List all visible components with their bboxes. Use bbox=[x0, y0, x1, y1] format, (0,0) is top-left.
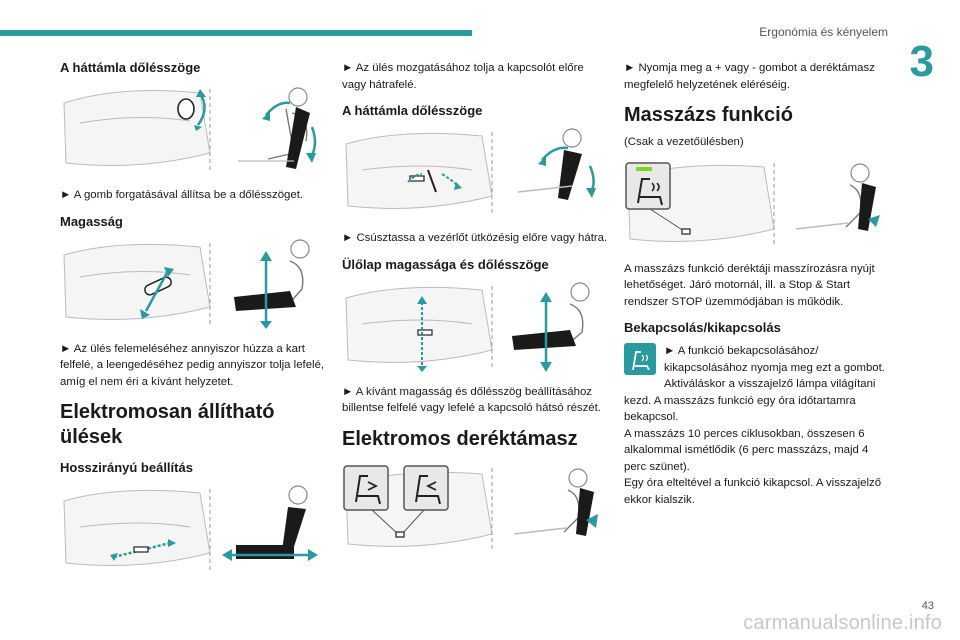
seat-knob-drawing bbox=[63, 87, 317, 173]
lumbar-minus-icon bbox=[403, 464, 449, 511]
heading-cushion-height-angle: Ülőlap magassága és dőlésszöge bbox=[342, 256, 549, 272]
illustration-cushion bbox=[342, 280, 600, 372]
column-1: A háttámla dőlésszöge ► A gomb forgatásá… bbox=[60, 54, 326, 587]
illustration-backrest-knob bbox=[60, 83, 318, 175]
seat-lever-drawing bbox=[63, 238, 310, 329]
text-press-plus-minus: ► Nyomja meg a + vagy - gombot a deréktá… bbox=[624, 62, 875, 91]
illustration-height-lever bbox=[60, 237, 318, 329]
text-on-off-block: ► A funkció bekapcsolásához/ kikapcsolás… bbox=[624, 343, 890, 376]
lumbar-plus-icon bbox=[343, 464, 389, 511]
text-cushion-instruction: ► A kívánt magasság és dőlésszög beállít… bbox=[342, 385, 601, 415]
text-press-this-button: ► A funkció bekapcsolásához/ kikapcsolás… bbox=[664, 345, 885, 374]
massage-drawing bbox=[625, 161, 880, 247]
chapter-title: Ergonómia és kényelem bbox=[759, 25, 888, 39]
heading-backrest-angle-electric: A háttámla dőlésszöge bbox=[342, 103, 483, 119]
text-after-one-hour: Egy óra elteltével a funkció kikapcsol. … bbox=[624, 477, 882, 506]
heading-longitudinal: Hosszirányú beállítás bbox=[60, 460, 193, 476]
seat-cushion-switch-drawing bbox=[345, 281, 590, 372]
text-massage-description: A masszázs funkció deréktáji masszírozás… bbox=[624, 262, 875, 308]
illustration-lumbar bbox=[342, 462, 600, 554]
lumbar-drawing bbox=[343, 464, 598, 552]
illustration-longitudinal bbox=[60, 483, 318, 575]
column-3: ► Nyomja meg a + vagy - gombot a deréktá… bbox=[624, 54, 890, 519]
heading-height: Magasság bbox=[60, 213, 123, 229]
illustration-backrest-electric bbox=[342, 126, 600, 218]
header-accent-bar bbox=[0, 30, 472, 36]
text-driver-seat-only: (Csak a vezetőülésben) bbox=[624, 136, 744, 149]
heading-backrest-angle: A háttámla dőlésszöge bbox=[60, 60, 201, 75]
seat-slide-drawing bbox=[63, 485, 318, 574]
page-number: 43 bbox=[921, 600, 934, 612]
column-2: ► Az ülés mozgatásához tolja a kapcsolót… bbox=[342, 54, 608, 566]
chapter-number: 3 bbox=[909, 37, 934, 86]
illustration-massage bbox=[624, 157, 882, 249]
text-move-seat: ► Az ülés mozgatásához tolja a kapcsolót… bbox=[342, 62, 584, 91]
text-height-instruction: ► Az ülés felemeléséhez annyiszor húzza … bbox=[60, 342, 325, 388]
massage-toggle-icon bbox=[624, 343, 656, 376]
heading-on-off: Bekapcsolás/kikapcsolás bbox=[624, 320, 781, 336]
text-slide-control: ► Csúsztassa a vezérlőt ütközésig előre … bbox=[342, 232, 608, 245]
text-cycles: A masszázs 10 perces ciklusokban, összes… bbox=[624, 427, 869, 473]
text-activation: Aktiváláskor a visszajelző lámpa világít… bbox=[624, 378, 876, 424]
heading-electric-lumbar: Elektromos deréktámasz bbox=[342, 427, 578, 450]
watermark: carmanualsonline.info bbox=[743, 612, 942, 634]
seat-backrest-switch-drawing bbox=[345, 128, 596, 217]
heading-electric-seats: Elektromosan állítható ülések bbox=[60, 401, 275, 449]
text-backrest-instruction: ► A gomb forgatásával állítsa be a dőlés… bbox=[60, 189, 304, 201]
heading-massage: Masszázs funkció bbox=[624, 104, 793, 127]
